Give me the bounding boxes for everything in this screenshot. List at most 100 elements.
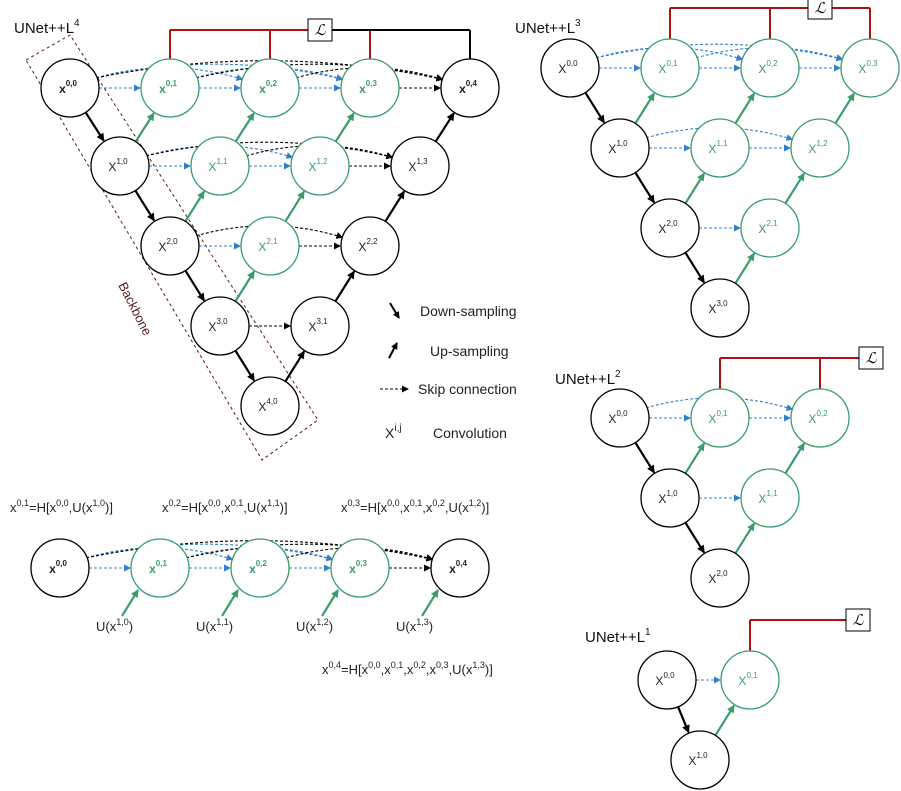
up-arrow [434,112,455,143]
down-arrow [684,522,706,554]
skip-arc [195,63,444,82]
svg-text:ℒ: ℒ [853,611,865,629]
title-unetpp-l1: UNet++L1 [585,627,651,646]
skip-arc [595,43,844,62]
svg-text:X1,2: X1,2 [808,139,828,156]
svg-text:X0,0: X0,0 [655,671,675,688]
node-l3-x10: X1,0 [590,118,650,178]
legend: Down-sampling Up-sampling Skip connectio… [380,302,517,441]
svg-text:X0,1: X0,1 [658,59,678,76]
legend-up-label: Up-sampling [430,343,509,359]
node-l4-x40: X4,0 [240,376,300,436]
svg-text:X1,1: X1,1 [708,139,728,156]
node-l2-x11: X1,1 [740,468,800,528]
up-arrow [834,92,856,124]
chain-skip-arc [85,540,434,562]
skip-arc [595,47,744,61]
loss-box-l4: ℒ [307,18,333,42]
skip-arc [645,127,794,141]
chain-up-arrow [221,589,239,617]
legend-down-label: Down-sampling [420,303,516,319]
legend-conv-symbol: Xi,j [385,423,402,441]
down-arrow [234,350,256,382]
chain-node-x04: x0,4 [430,538,490,598]
skip-arc [145,145,294,159]
chain-node-x01: x0,1 [130,538,190,598]
svg-text:X0,2: X0,2 [808,409,828,426]
up-arrow [234,270,256,302]
down-arrow [584,92,606,124]
svg-text:X3,0: X3,0 [208,317,228,334]
up-arrow [234,112,255,143]
node-l3-x21: X2,1 [740,198,800,258]
skip-arc [695,47,844,61]
loss-lines [169,7,871,651]
node-l4-x11: X1,1 [190,136,250,196]
chain-skip-arc [285,547,434,561]
up-arrow [784,442,806,474]
down-arrow [684,252,706,284]
node-l4-x13: X1,3 [390,136,450,196]
formula-x03: x0,3=H[x0,0,x0,1,x0,2,U(x1,2)] [341,498,489,515]
node-l3-x30: X3,0 [690,278,750,338]
node-l4-x12: X1,2 [290,136,350,196]
node-l2-x20: X2,0 [690,548,750,608]
backbone-region [25,34,319,461]
skip-arc [645,397,794,411]
loss-box-l1: ℒ [845,608,871,632]
node-l2-x02: X0,2 [790,388,850,448]
up-arrow [714,704,736,736]
node-l3-x12: X1,2 [790,118,850,178]
svg-text:x0,0: x0,0 [59,79,77,96]
skip-arc [95,60,444,82]
chain-skip-arc [185,543,434,562]
formula-x02: x0,2=H[x0,0,x0,1,U(x1,1)] [162,498,288,515]
svg-text:x0,4: x0,4 [449,559,467,576]
svg-text:ℒ: ℒ [866,349,878,367]
svg-text:x0,2: x0,2 [249,559,267,576]
svg-text:X2,1: X2,1 [758,219,778,236]
legend-conv-label: Convolution [433,425,507,441]
node-l2-x01: X0,1 [690,388,750,448]
chain-up-arrow [121,589,139,617]
sampling-arrows [84,92,856,736]
svg-text:X1,3: X1,3 [408,157,428,174]
up-arrow [634,92,656,124]
down-arrow [184,270,206,302]
svg-text:X2,2: X2,2 [358,237,378,254]
svg-text:x0,4: x0,4 [459,79,477,96]
svg-text:X0,1: X0,1 [738,671,758,688]
chain-node-x00: x0,0 [30,538,90,598]
chain-up-arrow [421,589,439,617]
svg-text:X1,0: X1,0 [108,157,128,174]
up-arrow [334,270,356,302]
loss-box-l3: ℒ [807,0,833,20]
svg-text:x0,3: x0,3 [349,559,367,576]
svg-text:X0,0: X0,0 [558,59,578,76]
up-arrow [734,92,756,124]
node-l2-x00: X0,0 [590,388,650,448]
chain-skip-arc [85,547,234,561]
svg-text:X2,1: X2,1 [258,237,278,254]
u-label-x13: U(x1,3) [396,617,433,634]
node-l3-x01: X0,1 [640,38,700,98]
svg-text:X1,1: X1,1 [758,489,778,506]
title-unetpp-l2: UNet++L2 [555,369,621,388]
chain-skip-arc [185,547,334,561]
node-l3-x11: X1,1 [690,118,750,178]
up-arrow [684,172,706,204]
up-arrow [784,172,806,204]
svg-text:x0,3: x0,3 [359,79,377,96]
node-l4-x10: X1,0 [90,136,150,196]
node-l3-x02: X0,2 [740,38,800,98]
svg-text:X2,0: X2,0 [708,569,728,586]
loss-box-l2: ℒ [858,346,884,370]
node-l4-x04: x0,4 [440,58,500,118]
formula-x04: x0,4=H[x0,0,x0,1,x0,2,x0,3,U(x1,3)] [322,660,493,677]
title-unetpp-l4: UNet++L4 [14,18,80,37]
skip-arc [145,141,394,160]
svg-text:X2,0: X2,0 [158,237,178,254]
node-l4-x20: X2,0 [140,216,200,276]
skip-connections [85,43,844,684]
node-l4-x03: x0,3 [340,58,400,118]
